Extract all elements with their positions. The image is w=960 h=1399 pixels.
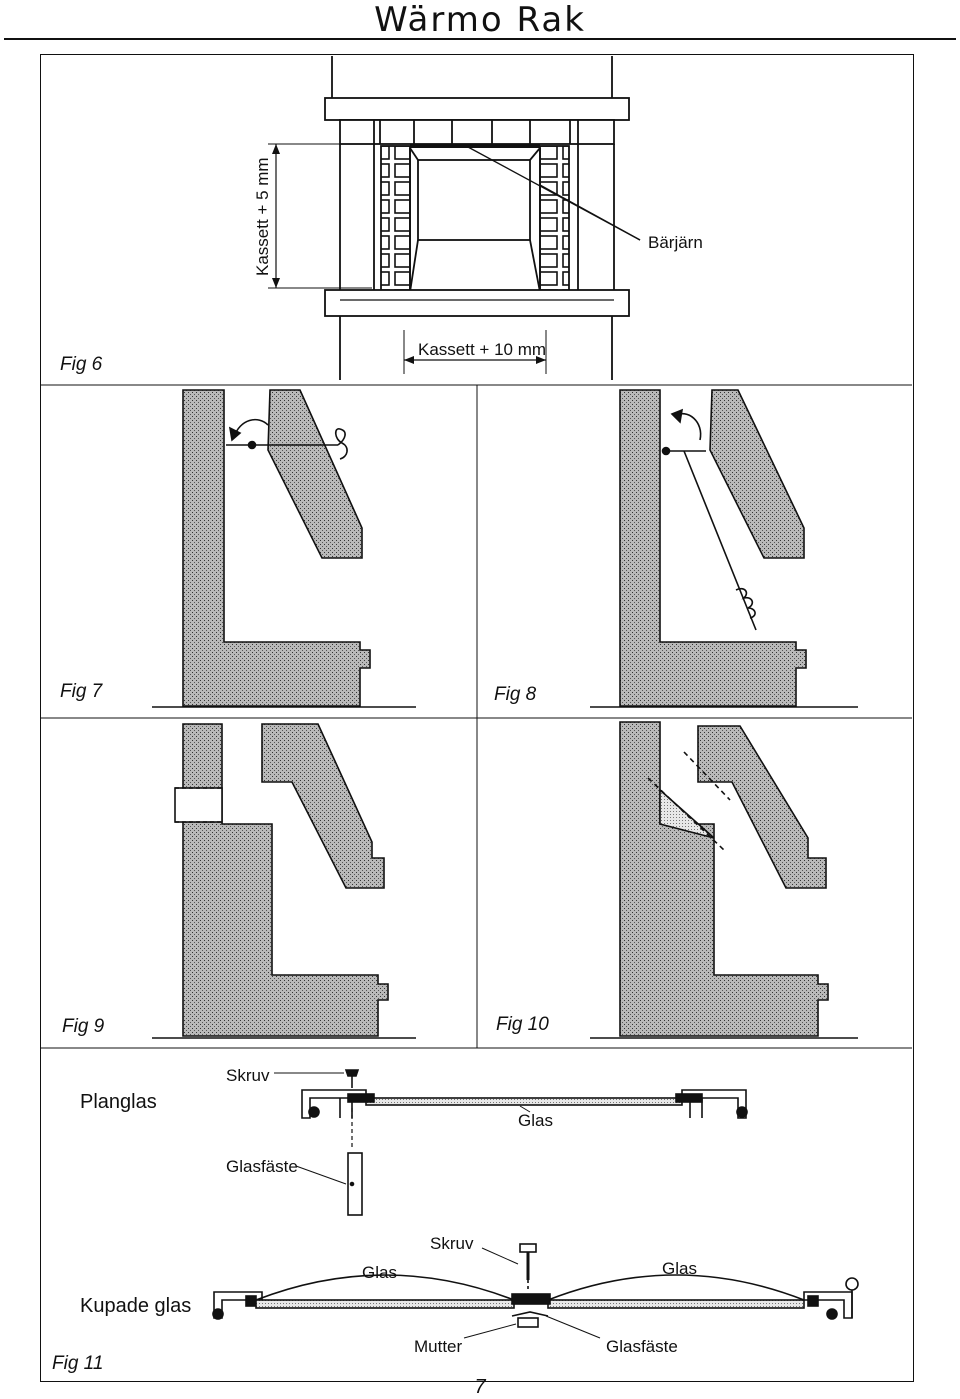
fig11-flat-title: Planglas [80,1091,157,1113]
fig10-drawing [590,721,858,1039]
fig11-curved-drawing [212,1243,859,1339]
fig8-drawing [590,389,858,708]
fig6-beam-label: Bärjärn [648,233,703,252]
fig6-width-dimension: Kassett + 10 mm [418,340,546,359]
fig11-curved-bracket-label: Glasfäste [606,1337,678,1356]
page-title: Wärmo Rak [374,0,586,40]
page-number: 7 [474,1376,486,1398]
fig7-label: Fig 7 [60,681,104,702]
fig11-flat-drawing [274,1069,748,1216]
fig11-flat-screw-label: Skruv [226,1066,270,1085]
fig6-drawing [268,56,641,380]
fig11-flat-glass-label: Glas [518,1111,553,1130]
title-rule [4,38,956,40]
fig11-flat-bracket-label: Glasfäste [226,1157,298,1176]
fig7-drawing [152,389,416,708]
fig11-curved-nut-label: Mutter [414,1337,463,1356]
fig9-drawing [152,723,416,1039]
fig9-label: Fig 9 [62,1016,105,1037]
fig11-label: Fig 11 [52,1353,103,1374]
fig11-curved-screw-label: Skruv [430,1234,474,1253]
fig8-label: Fig 8 [494,684,537,705]
fig11-curved-glass-left-label: Glas [362,1263,397,1282]
fig11-curved-title: Kupade glas [80,1295,191,1317]
fig6-label: Fig 6 [60,354,103,375]
fig11-curved-glass-right-label: Glas [662,1259,697,1278]
fig10-label: Fig 10 [496,1014,549,1035]
fig6-height-dimension: Kassett + 5 mm [253,157,272,276]
